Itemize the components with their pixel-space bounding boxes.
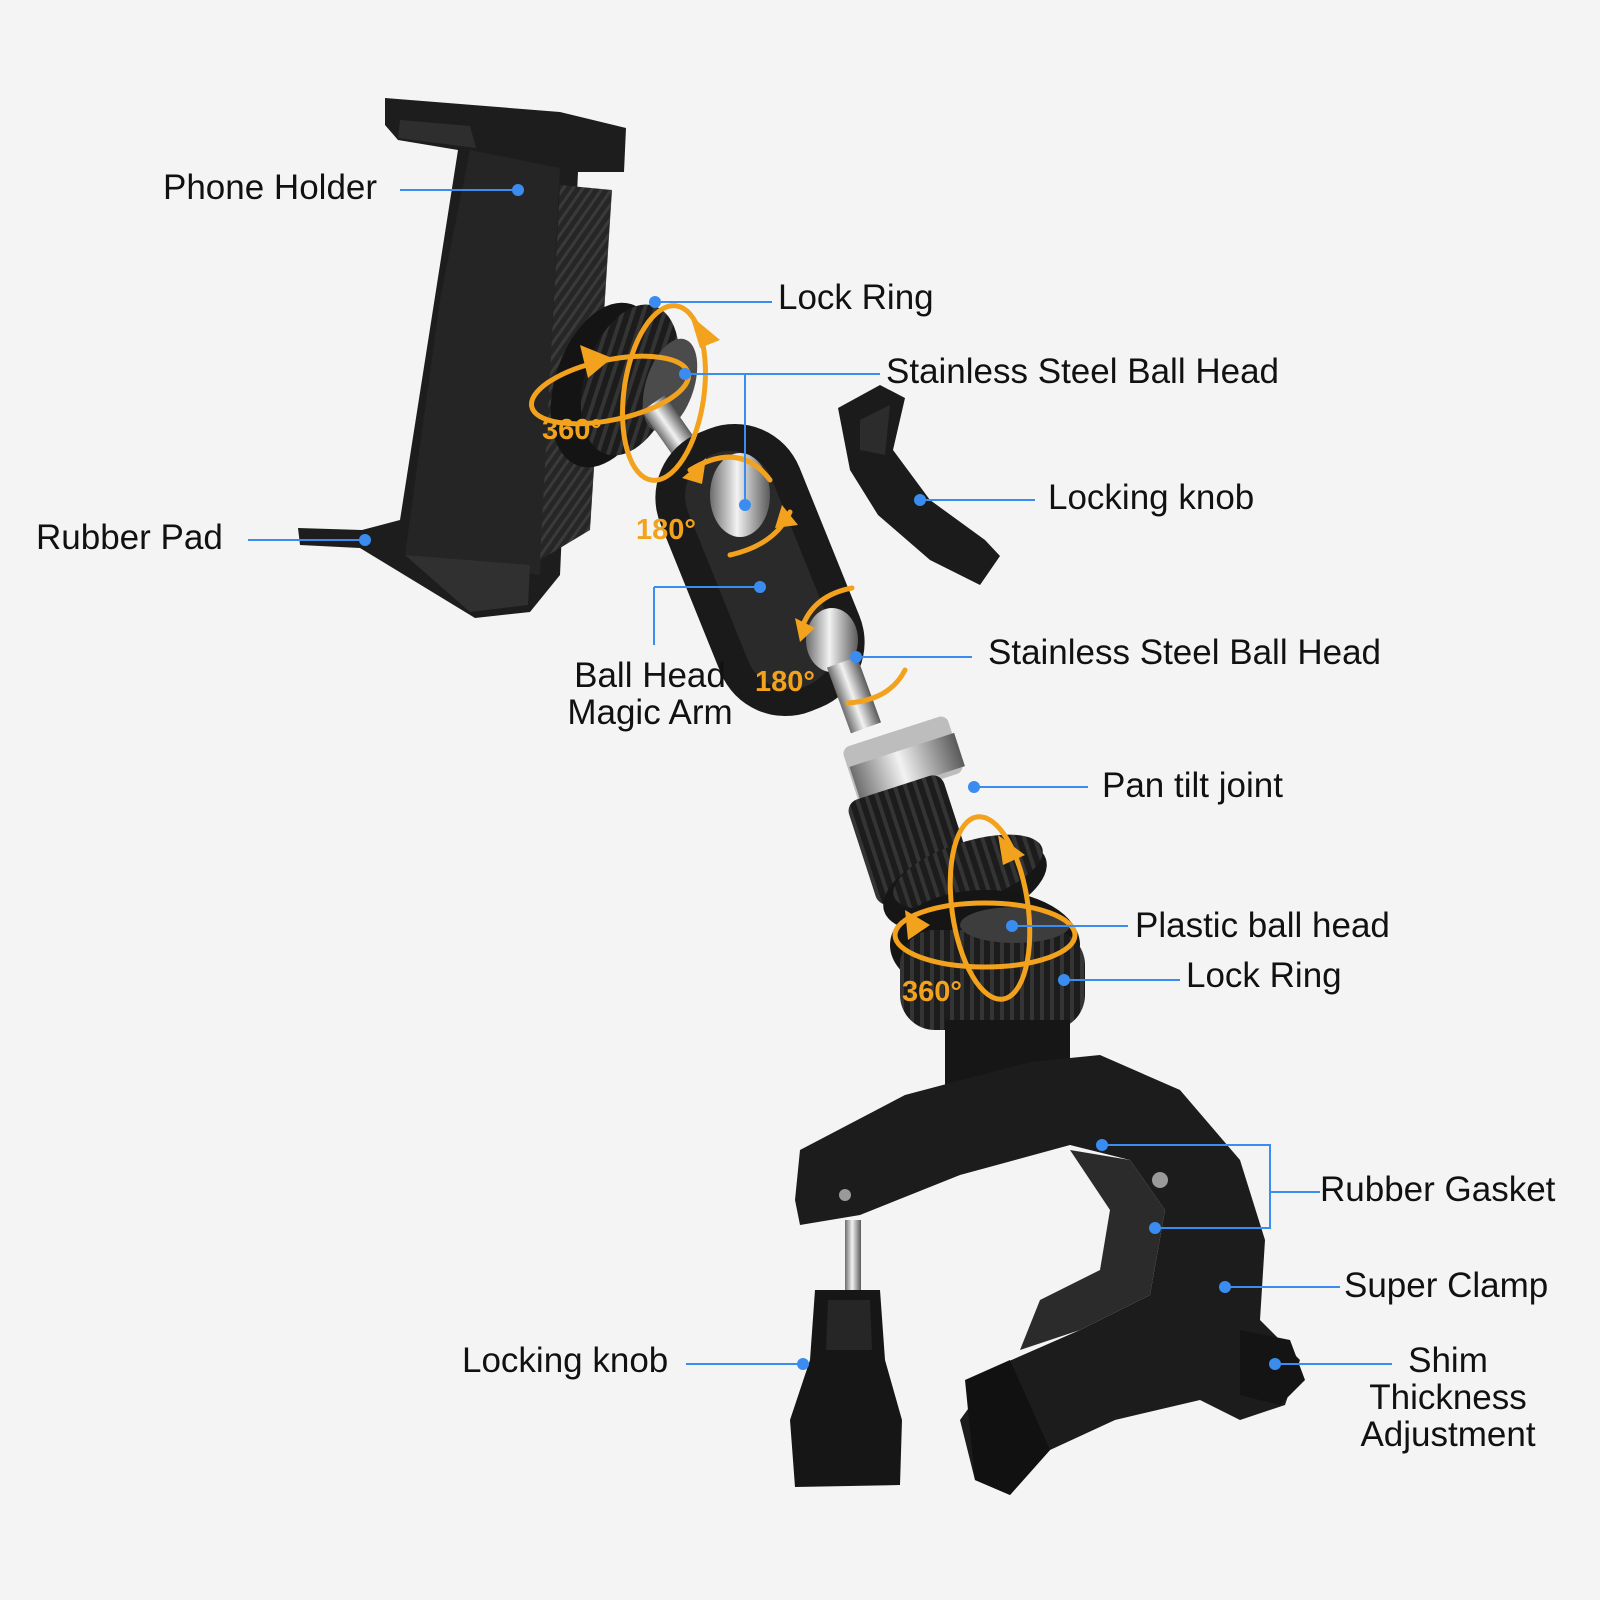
shim-label-line2: Thickness: [1369, 1377, 1527, 1417]
leader-lines: [248, 184, 1392, 1370]
locking-knob-top-label: Locking knob: [1048, 478, 1255, 517]
ball-head-mid-label: Stainless Steel Ball Head: [988, 633, 1381, 672]
shim-label-line3: Adjustment: [1360, 1414, 1536, 1454]
lock-ring-top-label: Lock Ring: [778, 278, 934, 317]
rotation-180-top: 180°: [636, 514, 696, 546]
ball-head-top-label: Stainless Steel Ball Head: [886, 352, 1279, 391]
bottom-locking-knob-part: [790, 1220, 902, 1487]
rotation-360-top: 360°: [542, 414, 602, 446]
magic-arm-label-line2: Magic Arm: [567, 692, 733, 732]
phone-holder-label: Phone Holder: [163, 168, 378, 207]
pan-tilt-joint-label: Pan tilt joint: [1102, 766, 1283, 805]
rubber-pad-label: Rubber Pad: [36, 518, 223, 557]
rubber-gasket-label: Rubber Gasket: [1320, 1170, 1556, 1209]
top-wing-knob-part: [838, 385, 1000, 585]
phone-holder-part: [298, 98, 626, 618]
rotation-360-bottom: 360°: [902, 976, 962, 1008]
rotation-indicators: [528, 303, 1078, 1002]
locking-knob-bottom-label: Locking knob: [462, 1341, 669, 1380]
lock-ring-bottom-label: Lock Ring: [1186, 956, 1342, 995]
magic-arm-label-line1: Ball Head: [574, 656, 726, 695]
shim-adjustment-label: Shim Thickness Adjustment: [1348, 1341, 1548, 1454]
rotation-180-mid: 180°: [755, 666, 815, 698]
magic-arm-label: Ball Head Magic Arm: [560, 656, 740, 732]
plastic-ball-head-label: Plastic ball head: [1135, 906, 1390, 945]
super-clamp-label: Super Clamp: [1344, 1266, 1549, 1305]
shim-label-line1: Shim: [1408, 1341, 1488, 1380]
super-clamp-part: [795, 1055, 1305, 1495]
